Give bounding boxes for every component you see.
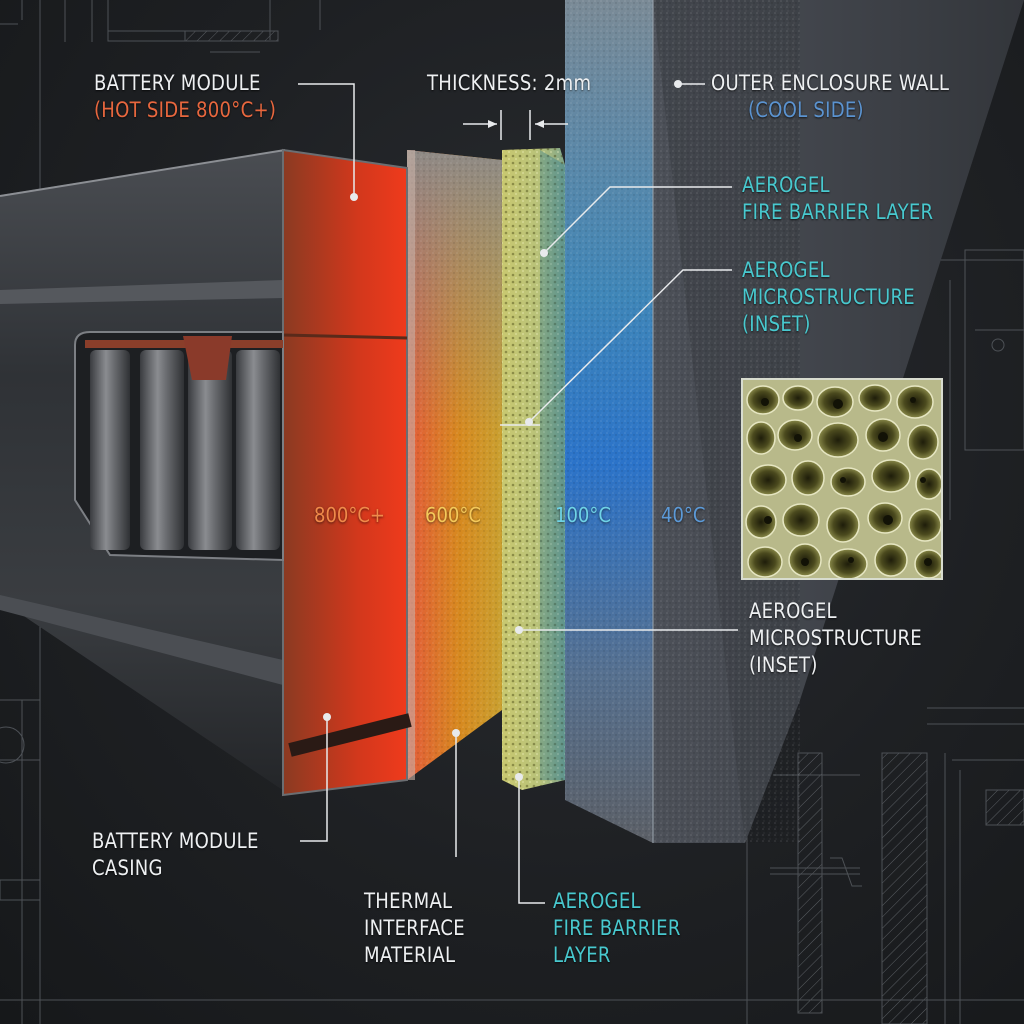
temp-40: 40°C xyxy=(661,503,706,527)
label-line: FIRE BARRIER xyxy=(553,916,681,940)
label-aerogel-microstructure-bottom: AEROGEL MICROSTRUCTURE (INSET) xyxy=(749,598,922,679)
label-line: (INSET) xyxy=(749,653,818,677)
label-line: LAYER xyxy=(553,943,611,967)
battery-cells xyxy=(90,336,280,550)
label-outer-wall-title: OUTER ENCLOSURE WALL xyxy=(711,71,950,95)
label-line: MICROSTRUCTURE xyxy=(742,285,915,309)
temp-100: 100°C xyxy=(555,503,611,527)
label-line: AEROGEL xyxy=(553,889,641,913)
label-cool-side: (COOL SIDE) xyxy=(747,98,864,122)
label-line: AEROGEL xyxy=(749,599,837,623)
label-line: THERMAL xyxy=(364,889,453,913)
label-line: (INSET) xyxy=(742,312,811,336)
label-aerogel-microstructure-top: AEROGEL MICROSTRUCTURE (INSET) xyxy=(742,257,915,338)
label-line: CASING xyxy=(92,856,163,880)
label-battery-module-casing: BATTERY MODULE CASING xyxy=(92,828,259,882)
label-battery-module: BATTERY MODULE (HOT SIDE 800°C+) xyxy=(94,70,276,124)
label-line: MATERIAL xyxy=(364,943,456,967)
label-line: INTERFACE xyxy=(364,916,465,940)
label-thermal-interface-material: THERMAL INTERFACE MATERIAL xyxy=(364,888,465,969)
thickness-text: THICKNESS: 2mm xyxy=(427,71,592,95)
label-line: BATTERY MODULE xyxy=(92,829,259,853)
microstructure-texture xyxy=(743,380,941,578)
temp-800: 800°C+ xyxy=(314,503,386,527)
battery-module-hot-face xyxy=(283,150,407,795)
temp-600: 600°C xyxy=(425,503,481,527)
label-outer-enclosure-wall: OUTER ENCLOSURE WALL (COOL SIDE) xyxy=(711,70,949,124)
label-line: AEROGEL xyxy=(742,173,830,197)
label-aerogel-fire-barrier-bottom: AEROGEL FIRE BARRIER LAYER xyxy=(553,888,681,969)
label-hot-side: (HOT SIDE 800°C+) xyxy=(94,98,277,122)
label-aerogel-fire-barrier-top: AEROGEL FIRE BARRIER LAYER xyxy=(742,172,933,226)
label-line: MICROSTRUCTURE xyxy=(749,626,922,650)
label-line: FIRE BARRIER LAYER xyxy=(742,200,934,224)
label-line: AEROGEL xyxy=(742,258,830,282)
aerogel-microstructure-inset xyxy=(741,378,943,580)
label-battery-module-title: BATTERY MODULE xyxy=(94,71,261,95)
label-thickness: THICKNESS: 2mm xyxy=(427,70,591,97)
